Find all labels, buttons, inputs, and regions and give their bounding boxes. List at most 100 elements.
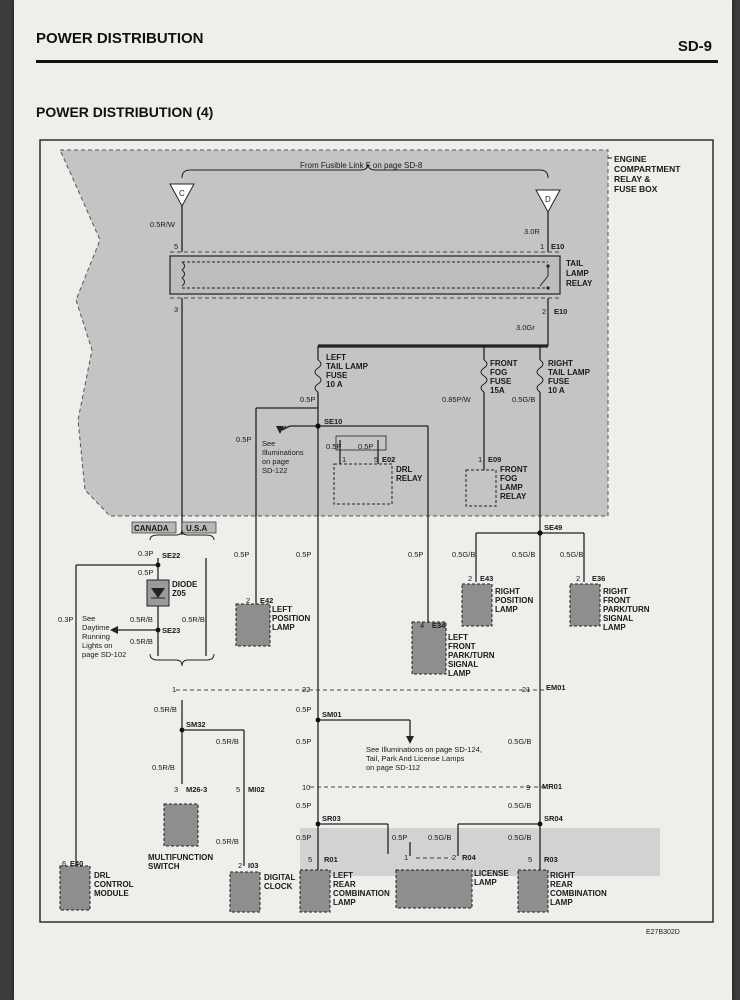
pin-number: 10 [302, 783, 310, 792]
wire-label: 0.5P [296, 705, 311, 714]
svg-text:Illuminations: Illuminations [262, 448, 304, 457]
svg-text:FUSE: FUSE [490, 377, 512, 386]
connector-em01: EM01 [546, 683, 566, 692]
wire-label: 0.3P [138, 549, 153, 558]
splice-se22: SE22 [162, 551, 180, 560]
wire-label: 0.5P [296, 550, 311, 559]
wire-label: 0.5R/B [130, 637, 153, 646]
wire-label: 0.5G/B [508, 737, 531, 746]
wire-label: 0.3P [58, 615, 73, 624]
pin-number: 1 [540, 242, 544, 251]
pin-number: 2 [542, 307, 546, 316]
pin-number: 3 [174, 785, 178, 794]
pin-number: 2 [576, 574, 580, 583]
rear-area-shade [300, 828, 660, 876]
svg-text:SIGNAL: SIGNAL [603, 614, 633, 623]
pin-number: 1 [342, 455, 346, 464]
page-header-title: POWER DISTRIBUTION [36, 30, 204, 47]
wire-label: 0.85P/W [442, 395, 472, 404]
tail-lamp-relay-label: TAIL LAMP RELAY [566, 259, 593, 288]
wire-label: 3.0Gr [516, 323, 535, 332]
pin-number: 1 [404, 853, 408, 862]
left-front-park-turn-signal-lamp [411, 621, 447, 675]
connector-r01: R01 [324, 855, 338, 864]
diode-label: DIODE Z05 [172, 580, 198, 598]
svg-text:RIGHT: RIGHT [550, 871, 575, 880]
svg-text:POSITION: POSITION [272, 614, 310, 623]
wire-label: 0.5P [392, 833, 407, 842]
tail-lamp-relay [169, 255, 561, 295]
svg-text:LAMP: LAMP [333, 898, 356, 907]
splice-dots [155, 423, 543, 827]
wire-label: 0.5G/B [512, 395, 535, 404]
svg-text:LAMP: LAMP [272, 623, 295, 632]
pin-number: 1 [172, 685, 176, 694]
pin-number: 2 [238, 861, 242, 870]
svg-text:SIGNAL: SIGNAL [448, 660, 478, 669]
svg-text:See Illuminations on page SD-1: See Illuminations on page SD-124, [366, 745, 482, 754]
wire-label: 0.5R/B [216, 737, 239, 746]
svg-text:FOG: FOG [490, 368, 507, 377]
left-front-park-label: LEFT FRONT PARK/TURN SIGNAL LAMP [448, 633, 495, 678]
splice-sr03: SR03 [322, 814, 341, 823]
svg-text:LAMP: LAMP [603, 623, 626, 632]
fuse-box-label: ENGINE COMPARTMENT RELAY & FUSE BOX [614, 154, 681, 194]
svg-text:SD-122: SD-122 [262, 466, 287, 475]
pin-number: 6 [62, 859, 66, 868]
pin-number: 2 [468, 574, 472, 583]
wire-label: 0.5R/B [182, 615, 205, 624]
svg-text:LEFT: LEFT [448, 633, 468, 642]
front-fog-lamp-relay [465, 469, 497, 507]
svg-text:RIGHT: RIGHT [603, 587, 628, 596]
digital-clock-label: DIGITAL CLOCK [264, 873, 296, 891]
svg-text:FRONT: FRONT [490, 359, 518, 368]
pin-number: 9 [526, 783, 530, 792]
svg-text:LAMP: LAMP [448, 669, 471, 678]
license-lamp [395, 869, 473, 909]
canada-label: CANADA [134, 524, 169, 533]
svg-text:TAIL LAMP: TAIL LAMP [326, 362, 369, 371]
wire-label: 0.5G/B [560, 550, 583, 559]
svg-text:FOG: FOG [500, 474, 517, 483]
fuse-box-region [59, 149, 609, 517]
svg-text:LAMP: LAMP [566, 269, 589, 278]
pin-number: 2 [246, 596, 250, 605]
svg-text:PARK/TURN: PARK/TURN [448, 651, 495, 660]
right-position-lamp-label: RIGHT POSITION LAMP [495, 587, 533, 614]
svg-text:RIGHT: RIGHT [548, 359, 573, 368]
connector-m26: M26-3 [186, 785, 207, 794]
svg-text:C: C [179, 189, 185, 198]
wire-label: 0.5P [326, 442, 341, 451]
connector-e42: E42 [260, 596, 273, 605]
multifunction-switch-label: MULTIFUNCTION SWITCH [148, 853, 213, 871]
svg-text:DRL: DRL [396, 465, 413, 474]
svg-text:DIODE: DIODE [172, 580, 198, 589]
svg-text:REAR: REAR [333, 880, 356, 889]
svg-text:LEFT: LEFT [333, 871, 353, 880]
front-fog-lamp-relay-label: FRONT FOG LAMP RELAY [500, 465, 528, 501]
pin-number: 5 [174, 242, 178, 251]
svg-text:LEFT: LEFT [272, 605, 292, 614]
wire-label: 0.5R/B [154, 705, 177, 714]
svg-text:COMBINATION: COMBINATION [333, 889, 390, 898]
connector-e40: E40 [70, 859, 83, 868]
front-fog-fuse-label: FRONT FOG FUSE 15A [490, 359, 518, 395]
svg-text:Tail, Park And License Lamps: Tail, Park And License Lamps [366, 754, 465, 763]
pin-number: 5 [308, 855, 312, 864]
svg-text:MULTIFUNCTION: MULTIFUNCTION [148, 853, 213, 862]
wire-bundle [75, 206, 585, 878]
svg-text:Running: Running [82, 632, 110, 641]
svg-text:COMPARTMENT: COMPARTMENT [614, 164, 681, 174]
connector-e34: E34 [432, 621, 446, 630]
svg-text:See: See [262, 439, 275, 448]
svg-text:DIGITAL: DIGITAL [264, 873, 296, 882]
svg-text:TAIL LAMP: TAIL LAMP [548, 368, 591, 377]
svg-text:10 A: 10 A [326, 380, 343, 389]
svg-text:LAMP: LAMP [500, 483, 523, 492]
note-illuminations-124: See Illuminations on page SD-124, Tail, … [366, 745, 482, 772]
splice-se23: SE23 [162, 626, 180, 635]
splice-se10: SE10 [324, 417, 342, 426]
svg-text:ENGINE: ENGINE [614, 154, 647, 164]
svg-text:FUSE: FUSE [326, 371, 348, 380]
